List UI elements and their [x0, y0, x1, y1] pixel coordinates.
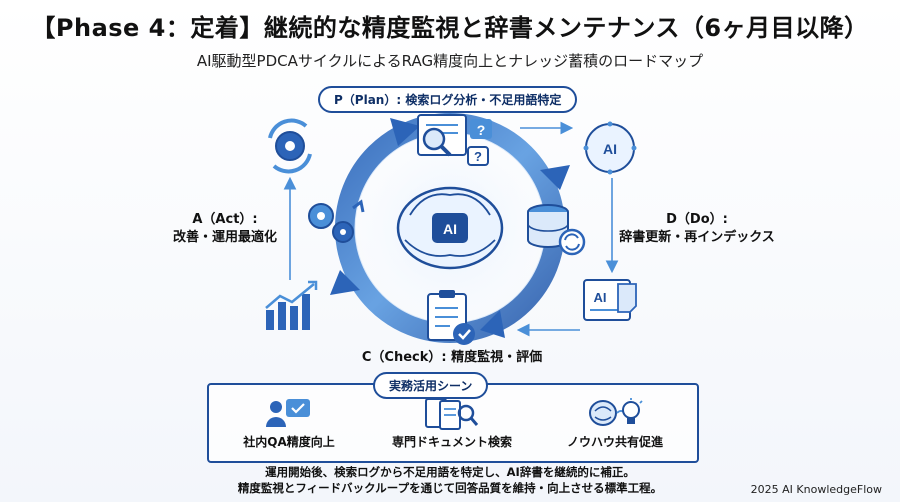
scene-item-docs: 専門ドキュメント検索 — [372, 397, 532, 450]
clipboard-check-icon — [427, 290, 475, 345]
document-search-icon — [425, 398, 479, 430]
gears-icon — [308, 199, 365, 243]
scene-label: 専門ドキュメント検索 — [391, 435, 512, 449]
scene-label: ノウハウ共有促進 — [566, 435, 663, 449]
plan-stage-pill: P（Plan）: 検索ログ分析・不足用語特定 — [318, 86, 578, 113]
center-ai-chip-text: AI — [443, 221, 457, 237]
do-stage-label: D（Do）: 辞書更新・再インデックス — [612, 211, 782, 246]
ai-chip-icon: AI — [583, 121, 637, 175]
gear-cycle-icon — [268, 118, 312, 174]
scenes-title-pill: 実務活用シーン — [373, 372, 489, 399]
do-ai-icon-text: AI — [603, 141, 617, 157]
act-stage-desc: 改善・運用最適化 — [172, 229, 277, 245]
chat-support-icon — [266, 399, 310, 427]
do-ai-screen-text: AI — [594, 290, 607, 305]
database-sync-icon — [527, 204, 586, 256]
ring-arrowhead — [540, 165, 570, 190]
footer-line-1: 運用開始後、検索ログから不足用語を特定し、AI辞書を継続的に補正。 — [265, 465, 635, 479]
magnifier-document-icon: ? ? — [417, 114, 492, 166]
footer-line-2: 精度監視とフィードバックループを通じて回答品質を維持・向上させる標準工程。 — [237, 480, 663, 495]
scene-label: 社内QA精度向上 — [243, 435, 335, 449]
copyright-text: 2025 AI KnowledgeFlow — [750, 483, 882, 496]
ai-brain-icon: AI — [396, 186, 504, 270]
outer-connector-arrows — [283, 121, 619, 337]
scene-item-qa: 社内QA精度向上 — [209, 397, 369, 450]
footer-description: 運用開始後、検索ログから不足用語を特定し、AI辞書を継続的に補正。 精度監視とフ… — [0, 465, 900, 496]
page-title: 【Phase 4：定着】継続的な精度監視と辞書メンテナンス（6ヶ月目以降） — [31, 14, 869, 42]
svg-text:?: ? — [474, 149, 482, 164]
do-stage-title: D（Do）: — [666, 212, 728, 227]
bar-chart-growth-icon — [265, 280, 318, 330]
svg-text:?: ? — [477, 122, 486, 138]
ring-arrowhead — [480, 310, 505, 338]
ring-arrowhead — [330, 270, 360, 295]
act-stage-title: A（Act）: — [192, 212, 258, 227]
ring-arrowhead — [390, 118, 420, 146]
ai-dictionary-screen-icon: AI — [583, 279, 637, 321]
scene-item-knowhow: ノウハウ共有促進 — [535, 397, 695, 450]
brain-lightbulb-icon — [589, 398, 643, 426]
check-stage-label: C（Check）: 精度監視・評価 — [361, 350, 543, 365]
do-stage-desc: 辞書更新・再インデックス — [619, 229, 775, 245]
act-stage-label: A（Act）: 改善・運用最適化 — [160, 211, 290, 246]
page-subtitle: AI駆動型PDCAサイクルによるRAG精度向上とナレッジ蓄積のロードマップ — [196, 52, 704, 70]
